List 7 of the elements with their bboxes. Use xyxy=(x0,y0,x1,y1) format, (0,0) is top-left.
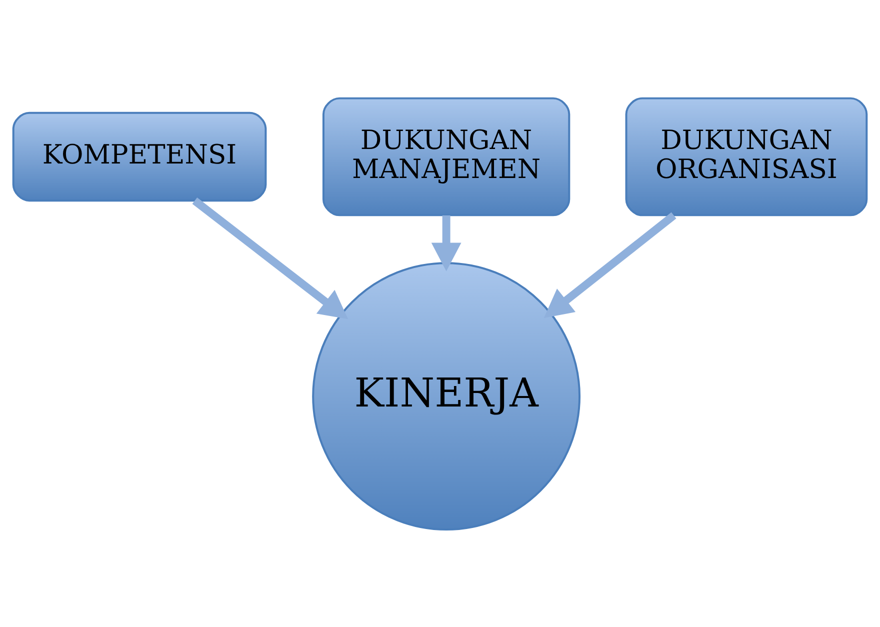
arrow xyxy=(544,212,676,318)
node-box: KOMPETENSI xyxy=(12,111,267,202)
node-box: DUKUNGAN ORGANISASI xyxy=(625,96,868,216)
arrow xyxy=(192,197,348,319)
node-box: DUKUNGAN MANAJEMEN xyxy=(322,96,570,216)
node-circle: KINERJA xyxy=(312,262,581,530)
arrow xyxy=(431,214,462,271)
